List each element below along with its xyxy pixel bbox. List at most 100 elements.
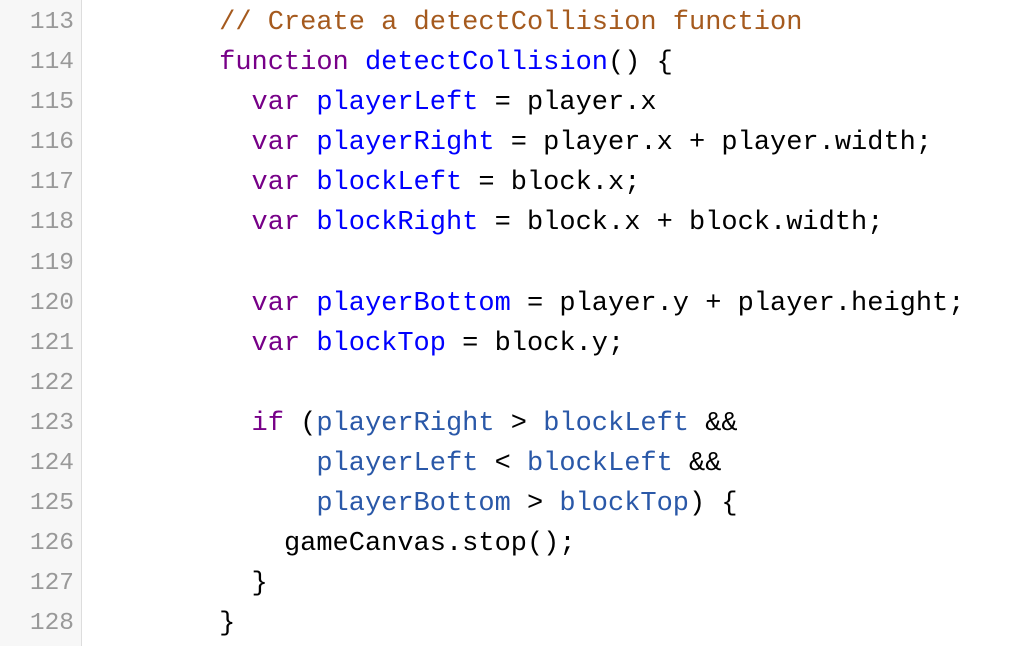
variable-token: blockLeft xyxy=(543,408,690,439)
code-line[interactable]: 119 xyxy=(0,244,1024,284)
text-token xyxy=(90,569,252,599)
code-text: } xyxy=(90,564,268,604)
variable-token: playerRight xyxy=(316,408,495,439)
code-text: var playerLeft = player.x xyxy=(90,83,657,123)
keyword-token: if xyxy=(251,408,284,439)
code-line[interactable]: 123 if (playerRight > blockLeft && xyxy=(0,404,1024,444)
line-number: 125 xyxy=(29,490,74,518)
code-text: var blockTop = block.y; xyxy=(90,324,625,364)
text-token xyxy=(90,128,252,158)
text-token xyxy=(90,409,252,439)
code-line[interactable]: 117 var blockLeft = block.x; xyxy=(0,163,1024,203)
code-lines[interactable]: 113 // Create a detectCollision function… xyxy=(0,3,1024,645)
code-text: var blockLeft = block.x; xyxy=(90,163,641,203)
code-line[interactable]: 113 // Create a detectCollision function xyxy=(0,3,1024,43)
line-number: 121 xyxy=(29,329,74,357)
variable-token: playerLeft xyxy=(316,449,479,480)
line-number: 127 xyxy=(29,570,74,598)
code-text: } xyxy=(90,604,236,644)
code-text: if (playerRight > blockLeft && xyxy=(90,404,738,444)
line-number: 119 xyxy=(29,249,74,277)
text-token: = block.x; xyxy=(462,168,641,199)
keyword-token: var xyxy=(251,328,301,359)
variable-token: playerBottom xyxy=(316,489,511,520)
line-number-gutter xyxy=(0,0,82,646)
code-line[interactable]: 118 var blockRight = block.x + block.wid… xyxy=(0,203,1024,243)
text-token xyxy=(90,529,284,559)
text-token xyxy=(90,88,252,118)
comment-token: // Create a detectCollision function xyxy=(219,8,803,38)
text-token xyxy=(90,289,252,319)
code-text: var playerBottom = player.y + player.hei… xyxy=(90,284,965,324)
text-token: } xyxy=(219,609,236,640)
text-token: = block.y; xyxy=(445,328,625,359)
text-token xyxy=(300,128,316,158)
text-token xyxy=(300,329,316,359)
code-text: // Create a detectCollision function xyxy=(90,3,803,43)
definition-token: blockRight xyxy=(316,208,479,239)
line-number: 115 xyxy=(29,89,74,117)
text-token: = player.y + player.height; xyxy=(510,288,965,319)
text-token: } xyxy=(251,569,268,600)
text-token: = player.x xyxy=(478,88,657,119)
text-token: gameCanvas.stop(); xyxy=(283,529,576,560)
keyword-token: var xyxy=(251,168,301,199)
line-number: 116 xyxy=(29,129,74,157)
line-number: 124 xyxy=(29,450,74,478)
definition-token: playerRight xyxy=(316,128,495,159)
line-number: 117 xyxy=(29,169,74,197)
code-line[interactable]: 120 var playerBottom = player.y + player… xyxy=(0,284,1024,324)
definition-token: blockLeft xyxy=(316,168,463,199)
variable-token: blockLeft xyxy=(526,449,673,480)
keyword-token: var xyxy=(251,128,301,159)
keyword-token: var xyxy=(251,208,301,239)
text-token: > xyxy=(510,489,560,520)
text-token xyxy=(90,8,220,38)
text-token xyxy=(300,168,316,198)
code-line[interactable]: 122 xyxy=(0,364,1024,404)
keyword-token: var xyxy=(251,288,301,319)
line-number: 122 xyxy=(29,369,74,397)
text-token: = block.x + block.width; xyxy=(478,208,884,239)
text-token: ) { xyxy=(689,489,738,520)
code-text: var playerRight = player.x + player.widt… xyxy=(90,123,933,163)
text-token xyxy=(300,289,316,319)
keyword-token: var xyxy=(251,88,301,119)
keyword-token: function xyxy=(219,48,349,79)
definition-token: playerBottom xyxy=(316,288,511,319)
text-token: ( xyxy=(283,408,317,439)
text-token: () { xyxy=(608,48,673,79)
text-token xyxy=(90,168,252,198)
text-token xyxy=(300,88,316,118)
code-line[interactable]: 116 var playerRight = player.x + player.… xyxy=(0,123,1024,163)
text-token: && xyxy=(689,408,738,439)
text-token xyxy=(90,329,252,359)
definition-token: playerLeft xyxy=(316,88,479,119)
line-number: 126 xyxy=(29,530,74,558)
code-line[interactable]: 127 } xyxy=(0,564,1024,604)
line-number: 123 xyxy=(29,409,74,437)
line-number: 113 xyxy=(29,9,74,36)
text-token: < xyxy=(478,449,527,480)
line-number: 118 xyxy=(29,209,74,237)
text-token xyxy=(90,48,220,78)
text-token xyxy=(300,208,316,238)
text-token xyxy=(90,449,317,479)
code-text: playerBottom > blockTop) { xyxy=(90,484,738,524)
code-line[interactable]: 121 var blockTop = block.y; xyxy=(0,324,1024,364)
code-line[interactable]: 124 playerLeft < blockLeft && xyxy=(0,444,1024,484)
text-token xyxy=(90,489,317,519)
code-line[interactable]: 114 function detectCollision() { xyxy=(0,43,1024,83)
code-line[interactable]: 126 gameCanvas.stop(); xyxy=(0,524,1024,564)
code-line[interactable]: 128 } xyxy=(0,604,1024,644)
definition-token: blockTop xyxy=(316,328,446,359)
code-line[interactable]: 115 var playerLeft = player.x xyxy=(0,83,1024,123)
text-token xyxy=(90,208,252,238)
text-token: = player.x + player.width; xyxy=(494,128,933,159)
code-line[interactable]: 125 playerBottom > blockTop) { xyxy=(0,484,1024,524)
code-text: playerLeft < blockLeft && xyxy=(90,444,721,484)
line-number: 120 xyxy=(29,289,74,317)
code-text: var blockRight = block.x + block.width; xyxy=(90,203,884,243)
line-number: 114 xyxy=(29,49,74,77)
